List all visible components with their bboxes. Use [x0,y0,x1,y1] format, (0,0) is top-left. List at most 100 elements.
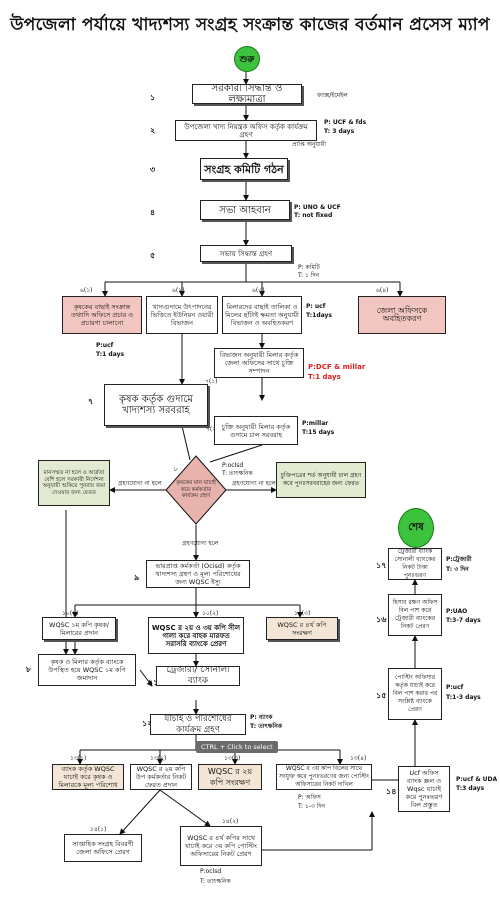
label-p7-1: P:DCF & millar [308,363,366,371]
node-farmer-info-publicize: কৃষকের বাছাই সংক্রান্ত তথ্যাদি অফিসে প্র… [62,296,142,334]
node-treasury-refill: ট্রেজারী ব্যাংক সোনালী ব্যাংকের নিকট টাক… [388,548,442,580]
step-number: ১৩(১) [70,755,87,762]
label-p7-2: P:millar [302,420,329,427]
node-farmer-bank-deposit: কৃষক ও মিলার কর্তৃক ব্যাংকে উপস্থিত হয়ে… [38,654,136,686]
node-wqsc-fourth-copy: WQSC র ৪র্থ কপি সংরক্ষণ [266,617,338,640]
label-t6-1: T:1 days [96,351,125,358]
step-number: ১৬ [376,615,387,624]
step-number: ১১ [148,678,159,687]
label-p12: P: ব্যাংক [250,714,273,721]
step-number: ৩ [150,165,156,174]
step-number: ৫ [150,251,156,260]
node-farmer-supply: কৃষক কর্তৃক গুদামে খাদ্যশস্য সরবরাহ [104,384,208,426]
label-t15: T:1-3 days [446,694,481,701]
node-return-dry: মানসম্মত না হলে ও আর্দ্রতা বেশি হলে সরকা… [38,460,110,506]
step-number: ১০(২) [202,610,219,617]
label-p13-4: P: অফিস [298,794,321,801]
node-posting-officer: পোস্টিং অফিসার কর্তৃক যাচাই করে বিল পাশ … [388,668,442,720]
label-after-receive: প্রাপ্তি অনুযায়ী [292,141,326,148]
node-wqsc-issue: ভারপ্রাপ্ত কর্মকর্তা (Ocisd) কর্তৃক খাদ্… [146,560,250,588]
start-node: শুরু [234,46,260,72]
label-p6-1: P:ucf [96,342,114,349]
label-fax-email: ফ্যাক্স/ইমেইল [317,92,348,99]
node-call-meeting: সভা আহবান [200,200,290,220]
node-weekly-report: সাপ্তাহিক সংগ্রহ বিবরণী জেলা অফিসে প্রের… [64,834,142,862]
label-t7-2: T:15 days [302,429,335,436]
label-no-right: গ্রহণযোগ্য না হলে [232,480,276,487]
node-wqsc-fourth-verify: WQSC র ৪র্থ কপির সাথে যাচাই করে ৩য় কপি … [180,826,262,866]
step-number: ১৪(১) [90,826,107,833]
label-yes: গ্রহণযোগ্য হলে [182,540,219,547]
step-number: ৭(১) [205,378,218,385]
label-p15: P:ucf [446,684,464,691]
node-wqsc-bill: WQSC র ৩য় কপি বিলের সাথে সংযুক্ত করে পু… [276,764,372,790]
label-t7-1: T:1 days [308,373,341,381]
node-wqsc-seal-bank: WQSC র ২য় ও ৩য় কপি সীল গালা করে বাহক ম… [148,617,244,654]
step-number: ৪ [150,208,156,217]
label-t5: T: ১ দিন [298,272,320,279]
label-t14-2: T: তাৎক্ষনিক [200,878,231,885]
step-number: ৮ [26,665,32,674]
node-treasury-bank: ট্রেজারী/ সোনালী ব্যাংক [156,666,240,686]
label-p17: P:ট্রেজারী [446,556,472,563]
step-number: ১৩(২) [150,755,167,762]
label-t6-3: T:1days [306,312,332,319]
node-wqsc-store: WQSC র ২য় কপি সংরক্ষণ [198,764,262,790]
label-p16: P:UAO [446,608,468,615]
step-number: ২ [150,126,156,135]
node-miller-contract: বিভাজন অনুযায়ী মিলার কর্তৃক জেলা অফিসের… [214,348,304,378]
node-government-decision: সরকারী সিদ্ধান্ত ও লক্ষ্যমাত্রা [192,84,302,104]
step-number: ১৪(২) [222,818,239,825]
step-number: ১২ [142,719,153,728]
label-t16: T:3-7 days [446,617,481,624]
label-p14-2: P:oclsd [200,868,222,875]
end-node: শেষ [398,508,434,548]
node-return-rice: চুক্তিপত্রের শর্ত অনুযায়ী চাল গ্রহণ করে… [276,462,366,498]
label-t13-4: T: ১-৩ দিন [298,803,326,810]
label-p14: P:ucf & UDA [456,776,498,783]
node-accounts-office: হিসাব রক্ষণ অফিস বিল পাশ করে ট্রেজারী ব্… [388,594,442,636]
step-number: ১৫ [376,691,387,700]
label-t2: T: 3 days [324,128,355,135]
label-p4: P: UNO & UCF [294,204,341,211]
step-number: ১৪ [386,787,397,796]
node-wqsc-first-copy: WQSC ১ম কপি কৃষক/মিলারের প্রদান [42,617,116,640]
node-wqsc-return: WQSC র ২য় কপি উপ কর্মকর্তার নিকট ফেরত প… [130,764,192,790]
node-committee-formation: সংগ্রহ কমিটি গঠন [200,158,288,180]
label-no-left: গ্রহণযোগ্য না হলে [118,480,162,487]
node-ucf-bill-prep: Ucf অফিস ব্যাংক স্ক্রল ও Wqsc যাচাই করে … [398,766,450,812]
select-tooltip: CTRL + Click to select [196,741,278,753]
label-p6-3: P: ucf [306,303,326,310]
step-number: ১৭ [376,561,387,570]
step-number: ৬(৪) [376,287,389,294]
node-upazila-action: উপজেলা খাদ্য নিয়ন্ত্রক অফিস কর্তৃক কার্… [175,120,317,141]
decision-diamond [165,455,227,525]
node-inform-district: জেলা অফিসকে অবহিতকরণ [358,296,446,334]
label-t17: T: ৩ দিন [446,566,469,573]
step-number: ৭ [88,397,94,406]
label-p8: P:oclsd [222,462,244,469]
step-number: ৬(১) [80,287,93,294]
node-miller-list: মিলারদের বাছাই তালিকা ও মিলের ছাঁটাই ক্ষ… [222,296,302,334]
node-miller-supply: চুক্তি অনুযায়ী মিলার কর্তৃক গুদামে চাল … [214,416,298,445]
step-number: ৬(৩) [252,287,265,294]
node-meeting-decision: সভায় সিদ্ধান্ত গ্রহণ [200,245,292,262]
step-number: ৮ [174,466,178,473]
step-number: ১০(১) [62,610,79,617]
label-t8: T: তাৎক্ষনিক [222,470,253,477]
label-p2: P: UCF & fds [324,119,367,126]
node-verify-payment: যাচাই ও পরিশোধের কার্যক্রম গ্রহণ [150,714,246,735]
step-number: ১৩(৩) [224,755,241,762]
label-p5: P: কমিটি [298,264,320,271]
step-number: ৯ [134,573,140,582]
node-union-division: খাদ্যগুদামে উৎপাদনের ভিত্তিতে ইউনিয়ন ওয… [146,296,218,334]
step-number: ১০(৩) [294,610,311,617]
step-number: ১৩(৪) [350,755,367,762]
node-quality-check: কৃষকের মান যাচাই করে কর্মকর্তার কার্যক্র… [176,480,216,500]
label-t14: T:3 days [456,785,485,792]
page-title: উপজেলা পর্যায়ে খাদ্যশস্য সংগ্রহ সংক্রান… [10,15,490,35]
label-t12: T: তাৎক্ষনিক [250,723,283,730]
node-bank-pay: ব্যাংক কর্তৃক WQSC যাচাই করে কৃষক ও মিলা… [52,764,124,790]
